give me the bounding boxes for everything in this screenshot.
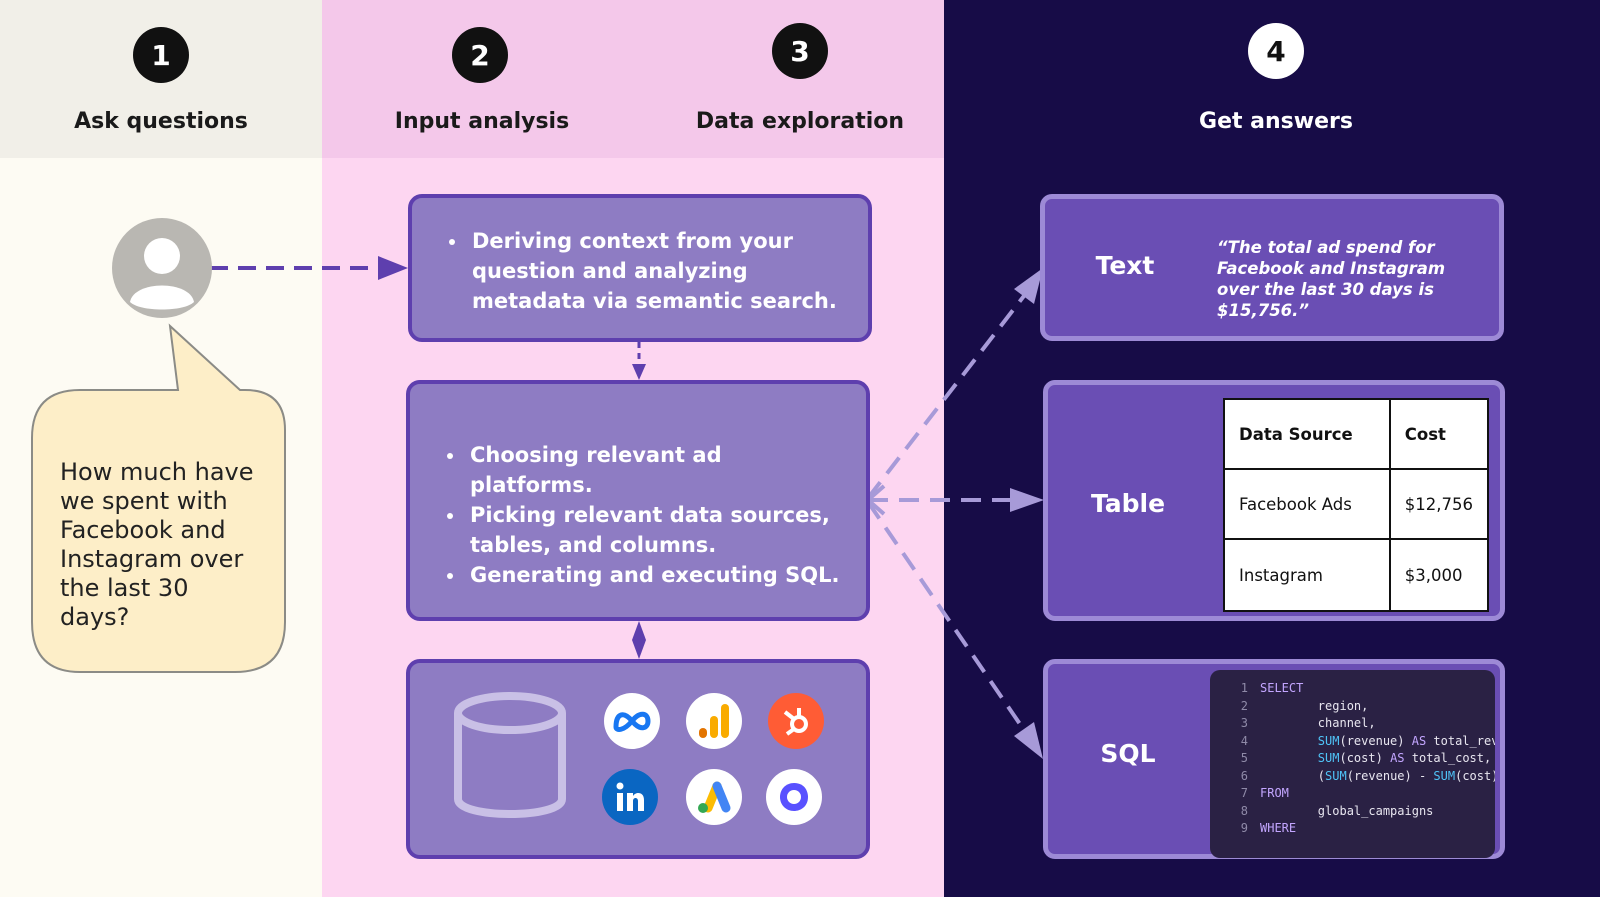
sql-line-number: 8 — [1240, 803, 1248, 818]
user-avatar-icon — [112, 218, 212, 318]
stage-3-label: Data exploration — [695, 109, 905, 134]
sql-code-line: 2 region, — [1210, 698, 1495, 716]
stage-4-label: Get answers — [1199, 109, 1353, 134]
sql-line-code: region, — [1260, 698, 1369, 713]
exploration-bullet: Choosing relevant ad platforms. — [466, 440, 846, 500]
analysis-bullet: Deriving context from your question and … — [468, 226, 838, 316]
outreach-icon — [766, 769, 822, 825]
sql-answer-label: SQL — [1100, 739, 1156, 768]
sql-line-number: 1 — [1240, 681, 1248, 695]
text-answer-quote: “The total ad spend for Facebook and Ins… — [1217, 238, 1446, 320]
stage-1-label: Ask questions — [74, 109, 248, 134]
sql-code-line: 5 SUM(cost) AS total_cost, — [1210, 750, 1495, 768]
table-row: Facebook Ads $12,756 — [1223, 468, 1490, 540]
stage-2-label: Input analysis — [394, 109, 570, 134]
google-analytics-icon — [686, 693, 742, 749]
sql-line-code: WHERE — [1260, 821, 1297, 835]
meta-icon — [604, 693, 660, 749]
sql-code-line: 4 SUM(revenue) AS total_reve — [1210, 733, 1495, 751]
exploration-bullet: Picking relevant data sources, tables, a… — [466, 500, 846, 560]
sql-line-code: global_campaigns — [1260, 803, 1434, 818]
table-cell: Instagram — [1223, 538, 1391, 612]
stage-1-number: 1 — [133, 27, 189, 83]
stage-3-number: 3 — [772, 23, 828, 79]
sql-line-number: 9 — [1240, 821, 1248, 835]
input-analysis-box: Deriving context from your question and … — [408, 194, 872, 342]
google-ads-icon — [686, 769, 742, 825]
database-icon — [454, 692, 566, 818]
exploration-bullet: Generating and executing SQL. — [466, 560, 846, 590]
data-exploration-box: Choosing relevant ad platforms. Picking … — [406, 380, 870, 621]
sql-code-line: 3 channel, — [1210, 715, 1495, 733]
sql-line-number: 7 — [1240, 786, 1248, 800]
table-header-cell: Cost — [1388, 398, 1490, 470]
exploration-data-sources-connector — [632, 621, 646, 659]
sql-code-line: 7 FROM — [1210, 785, 1495, 803]
sql-line-code: FROM — [1260, 786, 1289, 800]
table-cell: Facebook Ads — [1223, 468, 1391, 540]
exploration-to-sql-arrow — [866, 500, 1026, 732]
stage-4-number: 4 — [1248, 23, 1304, 79]
exploration-to-text-arrow — [866, 290, 1029, 500]
sql-code-line: 1 SELECT — [1210, 680, 1495, 698]
text-answer-box: Text “The total ad spend for Facebook an… — [1040, 194, 1504, 341]
sql-code-line: 6 (SUM(revenue) - SUM(cost)) — [1210, 768, 1495, 786]
text-answer-label: Text — [1095, 251, 1155, 280]
sql-line-number: 6 — [1240, 768, 1248, 783]
table-answer-box: Table Data Source Cost Facebook Ads $12,… — [1043, 380, 1505, 621]
table-row: Instagram $3,000 — [1223, 538, 1490, 612]
table-answer-label: Table — [1090, 489, 1166, 518]
sql-line-code: SUM(revenue) AS total_reve — [1317, 733, 1495, 748]
hubspot-icon — [768, 693, 824, 749]
sql-line-number: 5 — [1240, 751, 1248, 765]
result-table: Data Source Cost Facebook Ads $12,756 In… — [1223, 398, 1490, 612]
sql-line-code: (SUM(revenue) - SUM(cost)) — [1260, 768, 1495, 783]
sql-code-line: 8 global_campaigns — [1210, 803, 1495, 821]
table-header-row: Data Source Cost — [1223, 398, 1490, 470]
sql-line-number: 2 — [1240, 698, 1248, 713]
table-cell: $3,000 — [1388, 538, 1490, 612]
sql-line-code: SELECT — [1260, 681, 1304, 695]
sql-line-code: channel, — [1260, 716, 1376, 730]
stage-2-number: 2 — [452, 27, 508, 83]
table-cell: $12,756 — [1388, 468, 1490, 540]
table-header-cell: Data Source — [1223, 398, 1391, 470]
speech-bubble — [31, 323, 286, 673]
stage-2-3-header — [322, 0, 944, 158]
data-sources-box — [406, 659, 870, 859]
sql-line-number: 4 — [1240, 733, 1248, 748]
sql-line-code: SUM(cost) AS total_cost, — [1317, 751, 1492, 765]
linkedin-icon — [602, 769, 658, 825]
sql-line-number: 3 — [1240, 716, 1248, 730]
user-question: How much have we spent with Facebook and… — [60, 458, 254, 631]
sql-code-line: 9 WHERE — [1210, 820, 1495, 838]
